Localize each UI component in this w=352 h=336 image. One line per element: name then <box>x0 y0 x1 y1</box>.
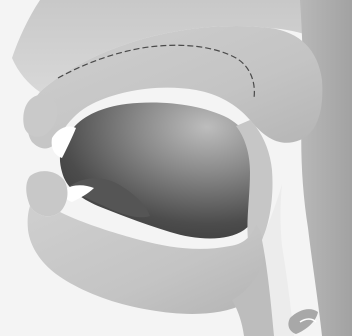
vocal-tract-diagram <box>0 0 352 336</box>
vocal-tract-svg <box>0 0 352 336</box>
